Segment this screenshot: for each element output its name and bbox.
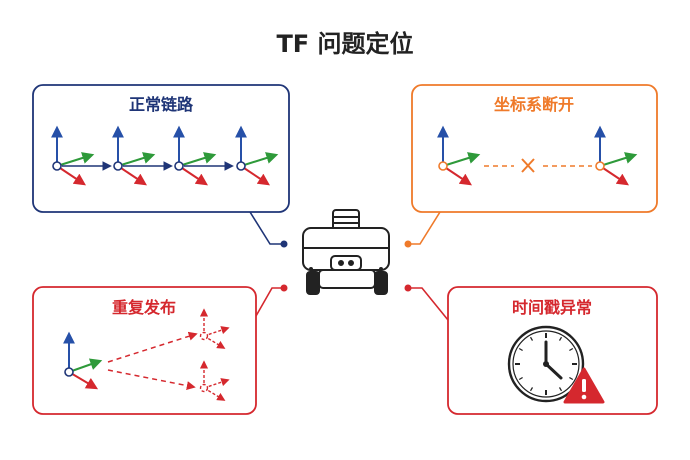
- warning-icon: [563, 367, 605, 404]
- duplicate-arrow-upper: [107, 331, 198, 363]
- panel-timestamp-title: 时间戳异常: [512, 298, 592, 317]
- robot-icon: [302, 209, 390, 295]
- frame-axes-duplicate-2: [199, 360, 230, 401]
- x-icon: [521, 158, 535, 173]
- frame-axes-2: [112, 125, 156, 186]
- panel-duplicate-title: 重复发布: [112, 298, 176, 317]
- frame-axes-4: [235, 125, 279, 186]
- frame-axes-3: [173, 125, 217, 186]
- connector-disconnect: [408, 211, 441, 245]
- connector-dot-disconnect: [404, 240, 412, 248]
- connector-dot-duplicate: [280, 284, 288, 292]
- panel-normal: 正常链路: [32, 84, 290, 213]
- frame-axes-source: [63, 331, 103, 390]
- panel-normal-title: 正常链路: [129, 95, 194, 114]
- clock-icon: [507, 325, 585, 403]
- frame-axes-left: [437, 125, 481, 186]
- panel-normal-frame: [32, 84, 290, 213]
- connectors: [249, 211, 449, 321]
- duplicate-arrow-lower: [107, 369, 196, 391]
- panel-duplicate: 重复发布: [32, 286, 257, 415]
- connector-dot-timestamp: [404, 284, 412, 292]
- page-title: TF 问题定位: [276, 30, 413, 58]
- panel-disconnect-frame: [411, 84, 658, 213]
- frame-axes-right: [594, 125, 638, 186]
- panel-disconnect-title: 坐标系断开: [494, 95, 574, 114]
- connector-timestamp: [408, 287, 449, 321]
- connector-normal: [249, 211, 284, 245]
- panel-timestamp: 时间戳异常: [447, 286, 658, 415]
- connector-duplicate: [255, 287, 284, 317]
- frame-axes-duplicate-1: [199, 308, 230, 349]
- panel-disconnect: 坐标系断开: [411, 84, 658, 213]
- frame-axes-1: [51, 125, 95, 186]
- connector-dot-normal: [280, 240, 288, 248]
